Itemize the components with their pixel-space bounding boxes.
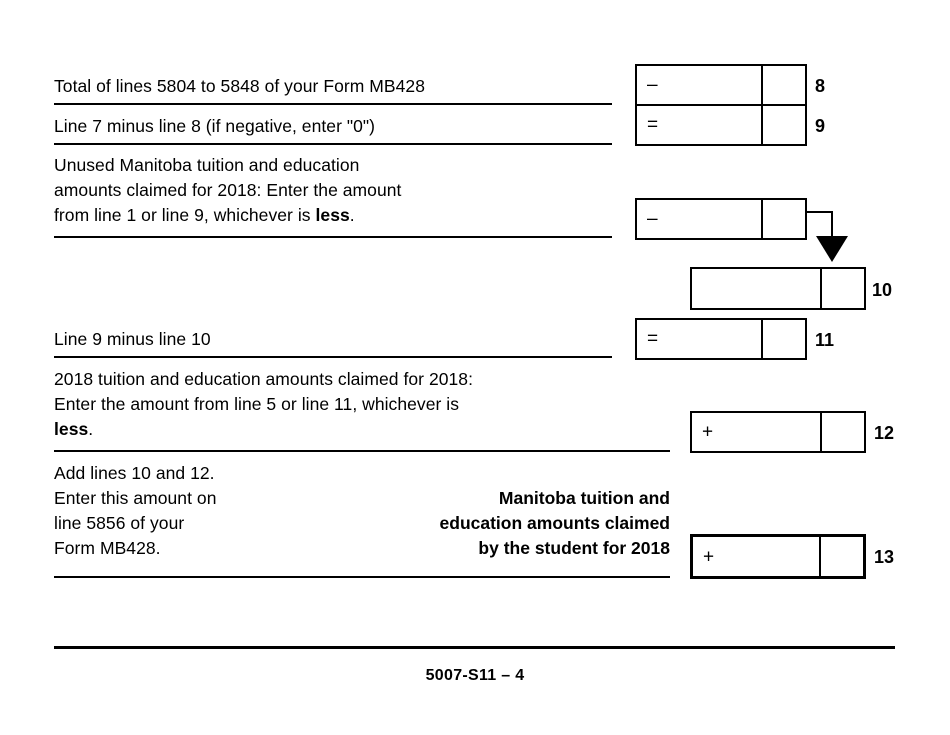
line-10-number: 10 (872, 280, 893, 300)
line-10-amount-box[interactable] (690, 267, 866, 310)
line-10-source-operator: – (647, 208, 658, 230)
line-10-source-dollars-field[interactable]: – (637, 200, 763, 238)
line-9-cents-field[interactable] (763, 106, 805, 144)
line-13-total-caption: Manitoba tuition and education amounts c… (439, 488, 670, 558)
line-12-text-after: . (88, 419, 94, 439)
line-11-rule (54, 356, 612, 358)
line-12-rule (54, 450, 670, 452)
line-10-source-description: Unused Manitoba tuition and education am… (54, 153, 634, 228)
line-8-cents-field[interactable] (763, 66, 805, 104)
line-12-operator: + (702, 421, 714, 443)
line-9-description: Line 7 minus line 8 (if negative, enter … (54, 116, 376, 136)
line-10-source-amount-box[interactable]: – (635, 198, 807, 240)
line-12-text-before: 2018 tuition and education amounts claim… (54, 369, 473, 414)
line-13-description: Add lines 10 and 12. Enter this amount o… (54, 463, 217, 558)
line-11-amount-box[interactable]: = (635, 318, 807, 360)
line-13-amount-box[interactable]: + (690, 534, 866, 579)
line-13-operator: + (703, 546, 715, 567)
line-11-operator: = (647, 328, 659, 350)
line-8-dollars-field[interactable]: – (637, 66, 763, 104)
line-13-rule (54, 576, 670, 578)
line-9-amount-box[interactable]: = (635, 104, 807, 146)
line-8-number: 8 (815, 76, 826, 96)
line-10-dollars-field[interactable] (692, 269, 822, 308)
line-13-dollars-field[interactable]: + (693, 537, 821, 576)
line-11-description: Line 9 minus line 10 (54, 329, 211, 349)
line-12-amount-box[interactable]: + (690, 411, 866, 453)
footer-form-code: 5007-S11 – 4 (425, 667, 525, 684)
connector-arrowhead-icon (816, 236, 848, 262)
line-12-emphasis: less (54, 419, 89, 439)
line-10-source-text-after: . (349, 205, 355, 225)
footer-divider (54, 646, 895, 649)
line-11-cents-field[interactable] (763, 320, 805, 358)
connector-vertical-segment (831, 211, 833, 238)
line-13-cents-field[interactable] (821, 537, 863, 576)
line-8-rule (54, 103, 612, 105)
line-9-number: 9 (815, 116, 826, 136)
line-12-number: 12 (874, 423, 895, 443)
line-9-operator: = (647, 114, 659, 136)
line-10-source-emphasis: less (315, 205, 350, 225)
line-10-cents-field[interactable] (822, 269, 864, 308)
line-12-dollars-field[interactable]: + (692, 413, 822, 451)
line-10-source-rule (54, 236, 612, 238)
connector-horizontal-segment (806, 211, 832, 213)
line-9-rule (54, 143, 612, 145)
line-8-description: Total of lines 5804 to 5848 of your Form… (54, 76, 425, 96)
line-9-dollars-field[interactable]: = (637, 106, 763, 144)
line-8-amount-box[interactable]: – (635, 64, 807, 106)
line-12-cents-field[interactable] (822, 413, 864, 451)
line-10-source-cents-field[interactable] (763, 200, 805, 238)
line-13-number: 13 (874, 547, 895, 567)
line-12-description: 2018 tuition and education amounts claim… (54, 367, 674, 442)
line-11-dollars-field[interactable]: = (637, 320, 763, 358)
line-10-source-text-before: Unused Manitoba tuition and education am… (54, 155, 402, 225)
line-11-number: 11 (815, 330, 835, 350)
line-8-operator: – (647, 74, 658, 96)
